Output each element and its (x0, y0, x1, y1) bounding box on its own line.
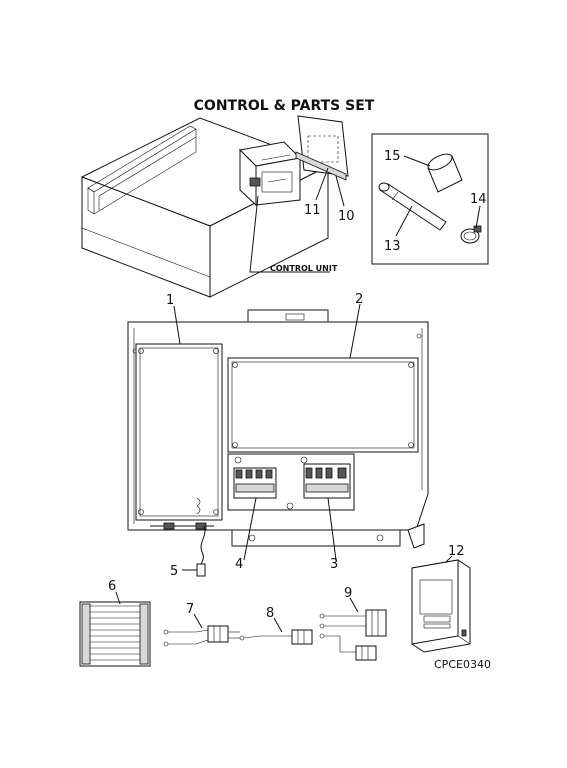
callout-15: 15 (384, 149, 401, 164)
callout-12: 12 (448, 544, 465, 559)
cable-8-drawing (239, 629, 313, 645)
control-box-drawing (238, 141, 302, 207)
diagram-title: CONTROL & PARTS SET (194, 98, 375, 114)
wire-bundle-drawing (79, 601, 151, 667)
callout-9: 9 (344, 586, 352, 601)
remote-controller-drawing (411, 559, 471, 653)
callout-13: 13 (384, 239, 401, 254)
callout-11: 11 (304, 203, 321, 218)
callout-3: 3 (330, 557, 338, 572)
callout-1: 1 (166, 293, 174, 308)
cable-9-drawing (319, 609, 387, 661)
callout-8: 8 (266, 606, 274, 621)
part-code: CPCE0340 (434, 658, 491, 671)
callout-5: 5 (170, 564, 178, 579)
callout-14: 14 (470, 192, 487, 207)
accessories-box (371, 133, 489, 265)
cable-7-drawing (163, 625, 240, 647)
cover-plate-drawing (295, 115, 349, 181)
callout-10: 10 (338, 209, 355, 224)
control-panel-drawing (127, 309, 429, 577)
callout-6: 6 (108, 579, 116, 594)
callout-7: 7 (186, 602, 194, 617)
drain-hose-drawing (378, 153, 482, 244)
control-unit-label: CONTROL UNIT (270, 264, 338, 273)
callout-4: 4 (235, 557, 243, 572)
callout-2: 2 (355, 292, 363, 307)
